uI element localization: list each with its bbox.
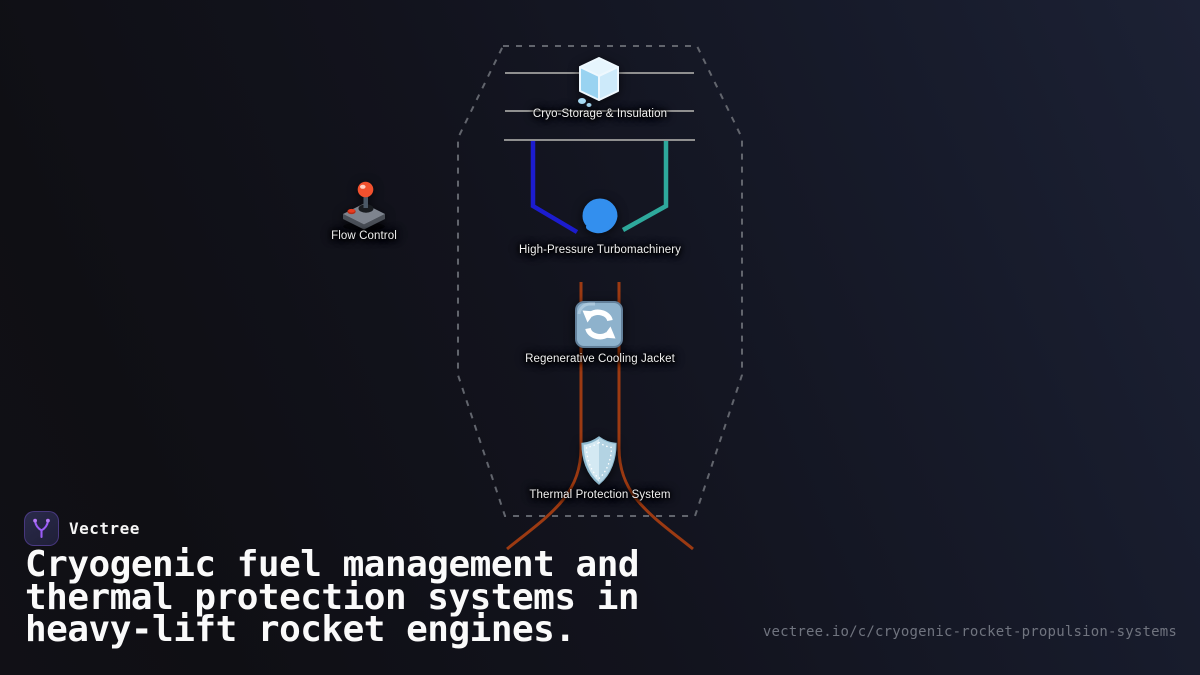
joystick-icon [338, 181, 390, 231]
coolant-nozzle-line-left [506, 282, 583, 551]
cyclone-spiral-icon [577, 193, 623, 239]
headline-title: Cryogenic fuel management and thermal pr… [25, 544, 640, 650]
node-label-cooling-jacket: Regenerative Cooling Jacket [525, 353, 675, 365]
node-label-turbomachinery: High-Pressure Turbomachinery [519, 244, 681, 256]
coolant-nozzle-line-right [617, 282, 694, 551]
recycle-arrows-icon [575, 301, 623, 348]
node-label-flow-control: Flow Control [331, 230, 397, 242]
brand-row: Vectree [24, 511, 140, 546]
ice-cube-icon [575, 55, 623, 108]
fuel-feed-line-blue [530, 141, 579, 234]
fuel-feed-line-teal [621, 141, 669, 232]
shield-icon [580, 436, 618, 486]
brand-logo [24, 511, 59, 546]
brand-name: Vectree [69, 519, 140, 538]
node-label-thermal-protection: Thermal Protection System [529, 489, 671, 501]
footer-url: vectree.io/c/cryogenic-rocket-propulsion… [762, 624, 1177, 640]
node-label-cryo-storage: Cryo-Storage & Insulation [532, 108, 668, 120]
vector-branch-icon [33, 518, 50, 539]
